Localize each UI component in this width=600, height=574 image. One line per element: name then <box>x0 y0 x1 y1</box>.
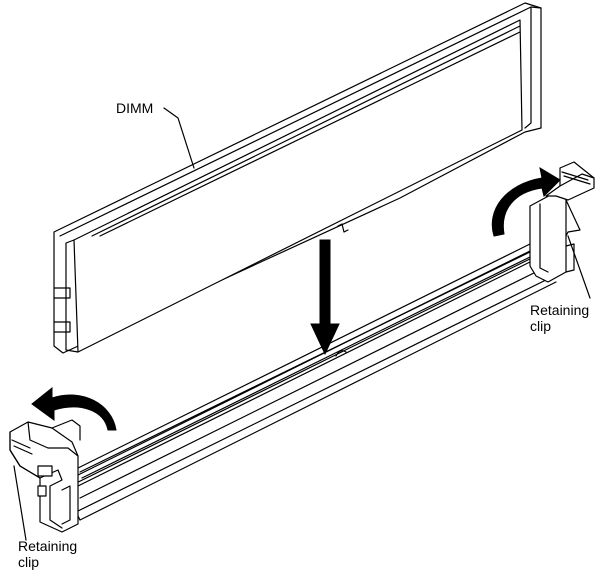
right-retaining-clip-label: Retaining clip <box>530 302 590 334</box>
dimm-module <box>53 2 542 354</box>
dimm-leader-line <box>163 107 195 169</box>
left-retaining-clip-label: Retaining clip <box>18 538 78 570</box>
dimm-label: DIMM <box>116 100 154 116</box>
right-clip-leader-line <box>567 235 591 299</box>
dimm-connector <box>51 243 557 521</box>
left-clip-leader-line <box>13 465 27 541</box>
curved-arrow-icon-left <box>31 386 117 431</box>
right-retaining-clip <box>529 161 595 299</box>
left-retaining-clip <box>9 419 81 541</box>
down-arrow-icon <box>310 239 340 356</box>
curved-arrow-icon-right <box>491 166 561 237</box>
